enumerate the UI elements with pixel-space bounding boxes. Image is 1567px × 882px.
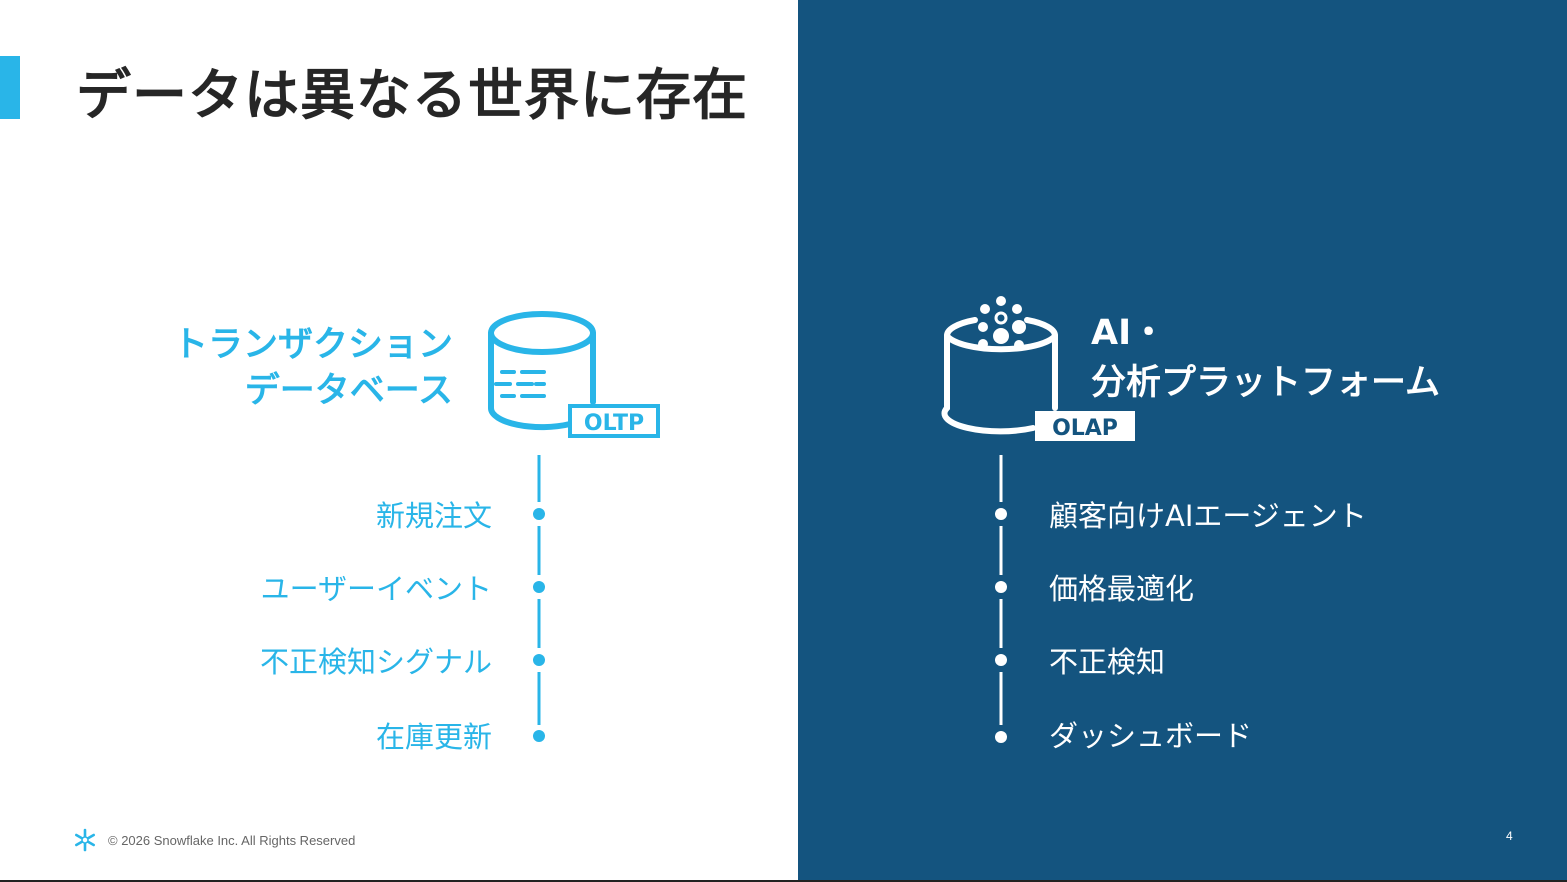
olap-item-3: 不正検知: [1049, 645, 1166, 679]
oltp-heading-line2: データベース: [244, 371, 453, 411]
oltp-item-4: 在庫更新: [375, 720, 492, 754]
olap-item-1: 顧客向けAIエージェント: [1049, 499, 1367, 533]
bottom-divider: [0, 880, 1567, 882]
olap-heading-line2: 分析プラットフォーム: [1091, 363, 1440, 403]
snowflake-logo-icon: [74, 828, 96, 852]
olap-badge: OLAP: [1052, 416, 1118, 441]
oltp-heading: トランザクション データベース: [173, 322, 453, 414]
copyright-text: © 2026 Snowflake Inc. All Rights Reserve…: [108, 833, 356, 848]
right-timeline: [995, 455, 1007, 743]
left-timeline: [533, 455, 545, 742]
olap-item-2: 価格最適化: [1049, 572, 1195, 606]
olap-item-4: ダッシュボード: [1049, 719, 1253, 753]
oltp-badge: OLTP: [584, 411, 644, 436]
oltp-item-3: 不正検知シグナル: [259, 645, 492, 679]
olap-heading-line1: AI・: [1091, 313, 1167, 353]
oltp-heading-line1: トランザクション: [172, 325, 453, 365]
page-number: 4: [1506, 829, 1513, 843]
oltp-item-2: ユーザーイベント: [260, 572, 492, 606]
analytics-database-icon: OLAP: [941, 296, 1135, 441]
title-accent-bar: [0, 56, 20, 119]
olap-heading: AI・ 分析プラットフォーム: [1091, 308, 1440, 408]
oltp-item-1: 新規注文: [375, 499, 492, 533]
transactional-database-icon: OLTP: [487, 311, 660, 438]
right-panel: [798, 0, 1567, 880]
slide-title: データは異なる世界に存在: [76, 63, 749, 127]
left-panel: [0, 0, 798, 880]
